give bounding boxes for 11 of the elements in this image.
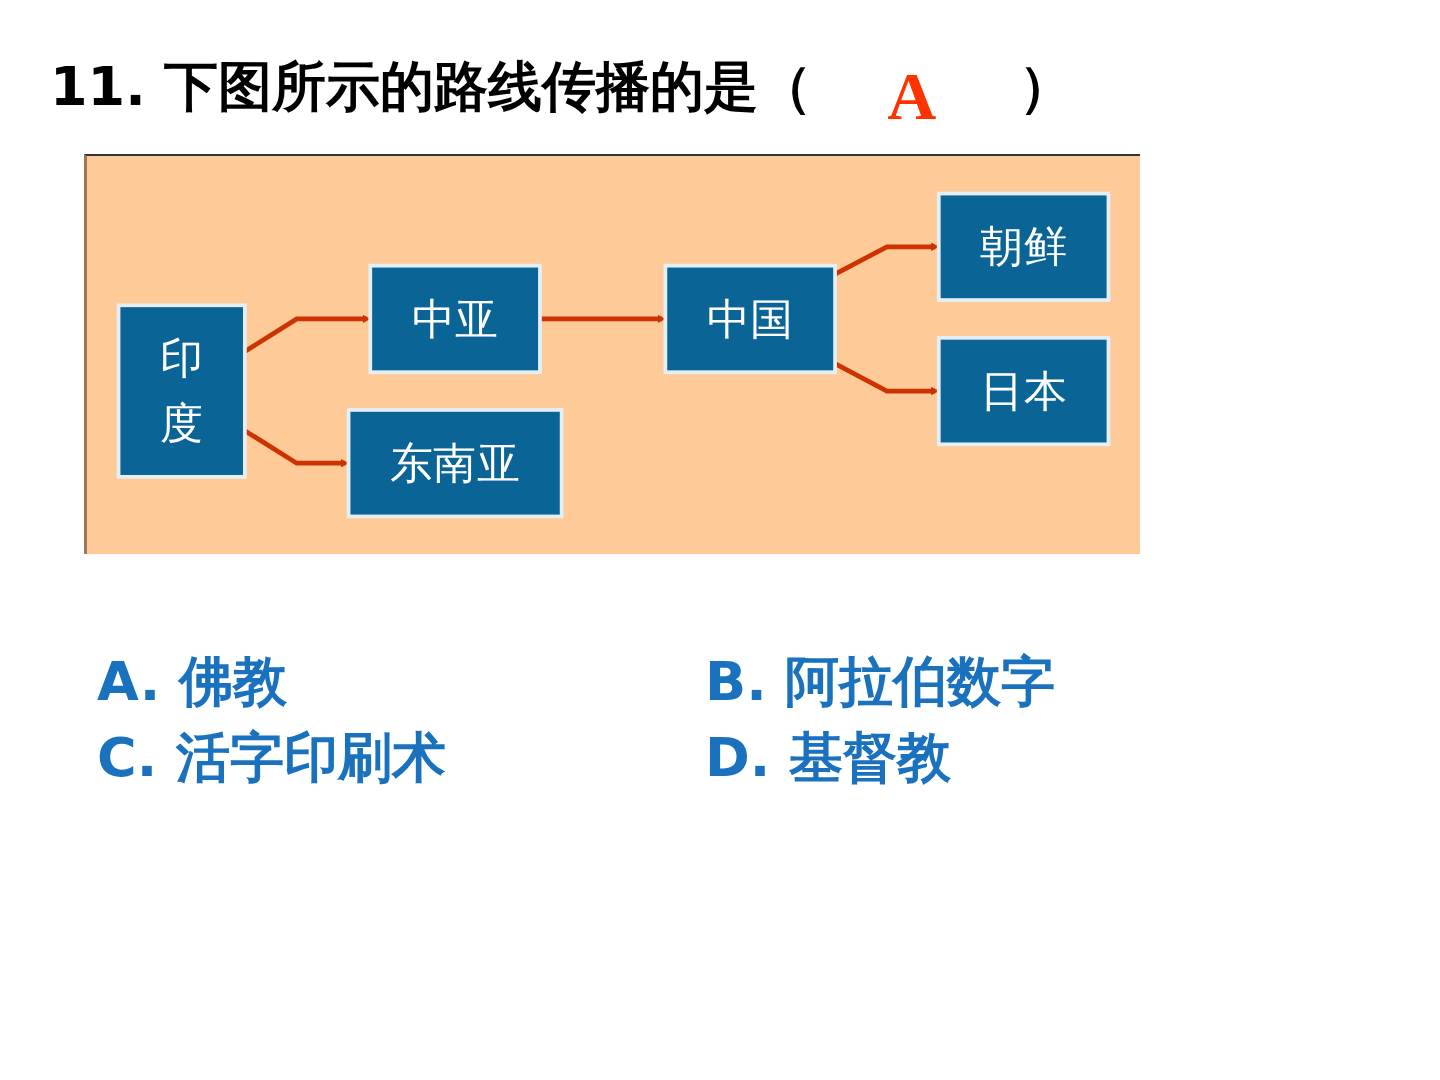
region-box: 中国 xyxy=(663,263,837,375)
answer-option: A. 佛教 xyxy=(97,650,288,715)
region-box: 印度 xyxy=(116,303,247,479)
region-box: 东南亚 xyxy=(346,408,564,519)
region-box: 中亚 xyxy=(368,263,542,375)
answer-option: D. 基督教 xyxy=(705,726,952,791)
answer-option: C. 活字印刷术 xyxy=(97,726,446,791)
question-title: 11. 下图所示的路线传播的是（ A ） xyxy=(50,54,1074,120)
region-box: 朝鲜 xyxy=(936,191,1111,302)
answer-option: B. 阿拉伯数字 xyxy=(705,650,1056,715)
region-box: 日本 xyxy=(936,335,1111,447)
